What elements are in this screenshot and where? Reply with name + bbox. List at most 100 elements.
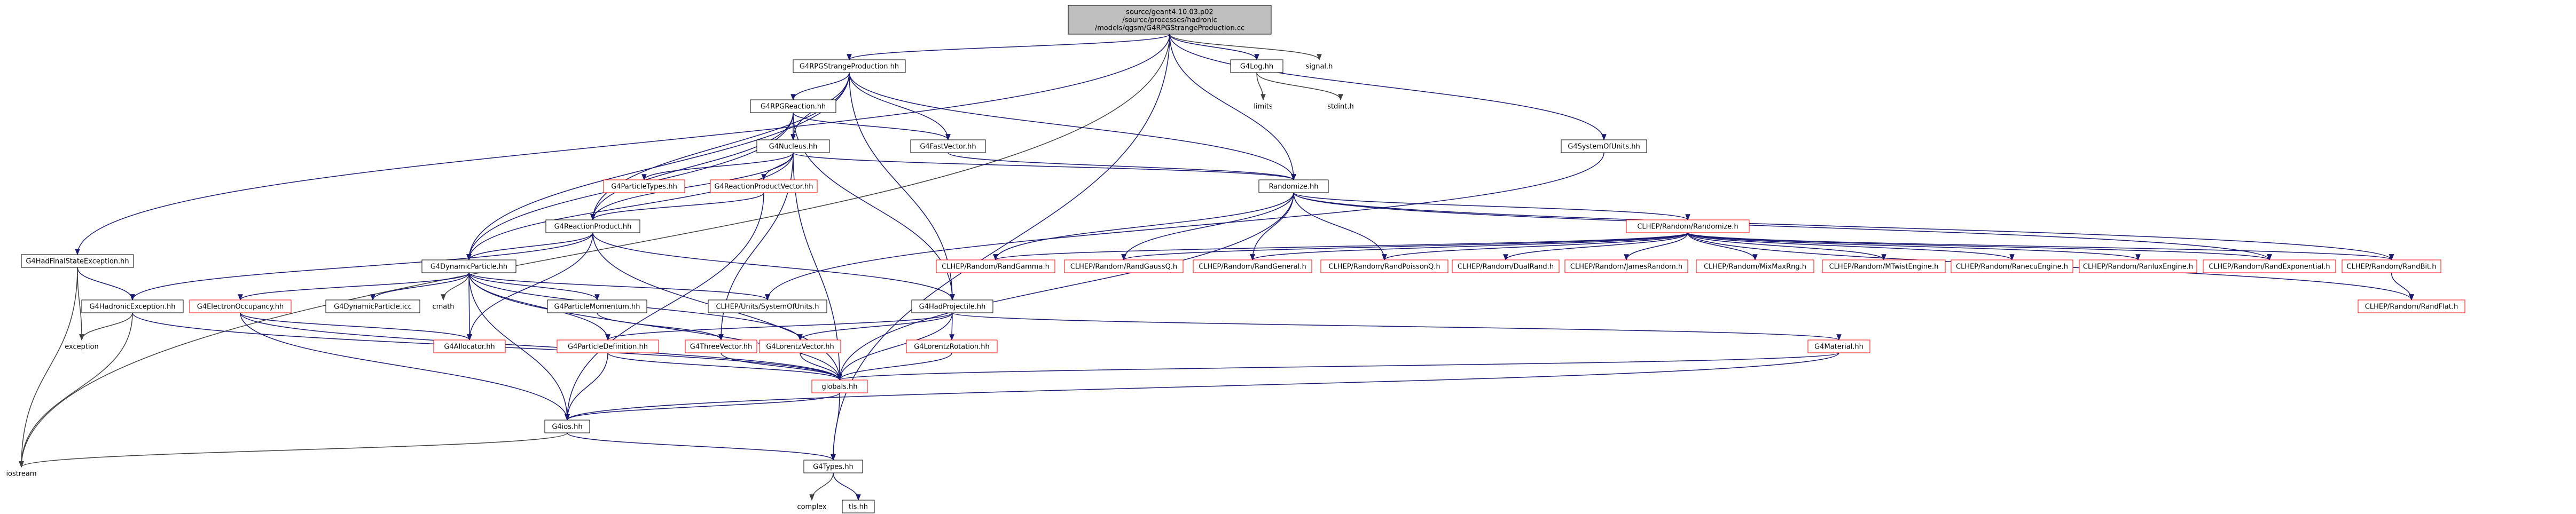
node-fastvector[interactable]: G4FastVector.hh: [910, 139, 986, 153]
node-ranecu[interactable]: CLHEP/Random/RanecuEngine.h: [1951, 259, 2073, 273]
node-label-randgamma: CLHEP/Random/RandGamma.h: [942, 263, 1050, 271]
edge-g4ios-to-iostream: [19, 432, 568, 468]
node-randflat[interactable]: CLHEP/Random/RandFlat.h: [2358, 299, 2465, 313]
node-hadprojectile[interactable]: G4HadProjectile.hh: [911, 299, 993, 313]
node-mtwist[interactable]: CLHEP/Random/MTwistEngine.h: [1822, 259, 1946, 273]
node-reactionproduct[interactable]: G4ReactionProduct.hh: [545, 219, 640, 233]
node-mixmax[interactable]: CLHEP/Random/MixMaxRng.h: [1696, 259, 1814, 273]
node-box-randgaussq: [1064, 259, 1184, 273]
node-hadexc[interactable]: G4HadronicException.hh: [81, 299, 184, 313]
node-dynparticle[interactable]: G4DynamicParticle.hh: [421, 259, 516, 273]
node-randexp[interactable]: CLHEP/Random/RandExponential.h: [2203, 259, 2336, 273]
edge-g4log-to-stdint: [1256, 72, 1343, 101]
node-dynicc[interactable]: G4DynamicParticle.icc: [325, 299, 420, 313]
edge-clhepRandomize-to-ranecu: [1687, 232, 2015, 261]
node-globals[interactable]: globals.hh: [811, 379, 868, 393]
node-randpoissonq[interactable]: CLHEP/Random/RandPoissonQ.h: [1320, 259, 1448, 273]
edge-rpvector-to-reactionproduct: [590, 192, 764, 221]
node-hadfinal[interactable]: G4HadFinalStateException.hh: [21, 254, 134, 268]
node-box-mtwist: [1822, 259, 1946, 273]
node-box-dualrand: [1452, 259, 1560, 273]
node-lorentzrot[interactable]: G4LorentzRotation.hh: [906, 339, 998, 353]
edge-clhepRandomize-to-randgeneral: [1250, 232, 1688, 261]
node-box-ranlux: [2079, 259, 2197, 273]
edge-root-to-g4types: [831, 34, 1170, 461]
node-g4ios[interactable]: G4ios.hh: [544, 420, 590, 433]
node-jamesrandom[interactable]: CLHEP/Random/JamesRandom.h: [1564, 259, 1688, 273]
node-box-rpgreaction: [750, 99, 836, 113]
edge-g4log-to-limits: [1256, 72, 1266, 101]
node-box-tlshh: [842, 500, 875, 513]
node-label-reactionproduct: G4ReactionProduct.hh: [554, 223, 632, 231]
node-label-hadfinal: G4HadFinalStateException.hh: [26, 258, 129, 266]
node-box-ranecu: [1951, 259, 2073, 273]
node-label-randpoissonq: CLHEP/Random/RandPoissonQ.h: [1328, 263, 1440, 271]
edge-clhepRandomize-to-randgaussq: [1121, 232, 1688, 261]
node-rpgstrange[interactable]: G4RPGStrangeProduction.hh: [793, 59, 906, 73]
node-label-stdint: stdint.h: [1327, 103, 1353, 111]
node-label-partdef: G4ParticleDefinition.hh: [568, 343, 648, 351]
node-threevector[interactable]: G4ThreeVector.hh: [685, 339, 757, 353]
node-box-globals: [811, 379, 868, 393]
edge-g4nucleus-to-dynparticle: [466, 152, 794, 261]
node-exception: exception: [65, 343, 99, 351]
node-randgeneral[interactable]: CLHEP/Random/RandGeneral.h: [1193, 259, 1312, 273]
edge-sysunits-to-clhepunits: [765, 152, 1604, 301]
node-dualrand[interactable]: CLHEP/Random/DualRand.h: [1452, 259, 1560, 273]
edge-material-to-globals: [837, 352, 1839, 381]
node-label-ranlux: CLHEP/Random/RanluxEngine.h: [2083, 263, 2193, 271]
node-box-clhepRandomize: [1626, 219, 1750, 233]
node-sysunits[interactable]: G4SystemOfUnits.hh: [1561, 139, 1647, 153]
node-label-rpvector: G4ReactionProductVector.hh: [714, 183, 813, 191]
edge-randomize-to-randgaussq: [1121, 192, 1294, 261]
node-g4nucleus[interactable]: G4Nucleus.hh: [756, 139, 830, 153]
edge-partdef-to-globals: [607, 352, 842, 381]
edge-threevector-to-globals: [721, 352, 842, 381]
node-box-rpvector: [710, 179, 818, 193]
edge-rpgstrange-to-fastvector: [849, 72, 951, 141]
node-box-root: [1068, 5, 1272, 35]
node-label-root: source/geant4.10.03.p02/source/processes…: [1095, 9, 1244, 33]
node-lorentzvector[interactable]: G4LorentzVector.hh: [759, 339, 841, 353]
node-randgamma[interactable]: CLHEP/Random/RandGamma.h: [936, 259, 1055, 273]
node-label-rpgreaction: G4RPGReaction.hh: [761, 103, 826, 111]
node-label-fastvector: G4FastVector.hh: [920, 143, 976, 151]
node-material[interactable]: G4Material.hh: [1807, 339, 1870, 353]
node-g4types[interactable]: G4Types.hh: [803, 460, 863, 473]
node-partmomentum[interactable]: G4ParticleMomentum.hh: [547, 299, 647, 313]
node-box-threevector: [685, 339, 757, 353]
node-box-lorentzrot: [906, 339, 998, 353]
node-randomize[interactable]: Randomize.hh: [1258, 179, 1329, 193]
node-label-signal: signal.h: [1306, 63, 1333, 71]
node-allocator[interactable]: G4Allocator.hh: [433, 339, 506, 353]
node-stdint: stdint.h: [1327, 103, 1353, 111]
edge-root-to-iostream: [19, 34, 1170, 468]
node-g4log[interactable]: G4Log.hh: [1230, 59, 1283, 73]
edge-hadprojectile-to-globals: [837, 312, 953, 381]
edge-electronocc-to-allocator: [240, 312, 472, 341]
node-label-randexp: CLHEP/Random/RandExponential.h: [2209, 263, 2330, 271]
edge-dynparticle-to-globals: [468, 272, 842, 381]
node-partdef[interactable]: G4ParticleDefinition.hh: [557, 339, 659, 353]
edge-clhepRandomize-to-dualrand: [1503, 232, 1688, 261]
node-randgaussq[interactable]: CLHEP/Random/RandGaussQ.h: [1064, 259, 1184, 273]
node-tlshh[interactable]: tls.hh: [842, 500, 875, 513]
node-ranlux[interactable]: CLHEP/Random/RanluxEngine.h: [2079, 259, 2197, 273]
node-box-electronocc: [189, 299, 292, 313]
node-rpgreaction[interactable]: G4RPGReaction.hh: [750, 99, 836, 113]
node-root[interactable]: source/geant4.10.03.p02/source/processes…: [1068, 5, 1272, 35]
node-box-randbit: [2342, 259, 2441, 273]
node-label-g4log: G4Log.hh: [1240, 63, 1273, 71]
node-label-limits: limits: [1254, 103, 1273, 111]
node-electronocc[interactable]: G4ElectronOccupancy.hh: [189, 299, 292, 313]
node-randbit[interactable]: CLHEP/Random/RandBit.h: [2342, 259, 2441, 273]
node-clhepRandomize[interactable]: CLHEP/Random/Randomize.h: [1626, 219, 1750, 233]
node-clhepunits[interactable]: CLHEP/Units/SystemOfUnits.h: [708, 299, 827, 313]
node-particletypes[interactable]: G4ParticleTypes.hh: [603, 179, 685, 193]
node-box-rpgstrange: [793, 59, 906, 73]
node-rpvector[interactable]: G4ReactionProductVector.hh: [710, 179, 818, 193]
edge-rpgreaction-to-reactionproduct: [590, 112, 794, 221]
edge-randomize-to-randgamma: [993, 192, 1294, 261]
edge-rpgreaction-to-fastvector: [793, 112, 951, 141]
edge-globals-to-g4types: [831, 392, 840, 461]
